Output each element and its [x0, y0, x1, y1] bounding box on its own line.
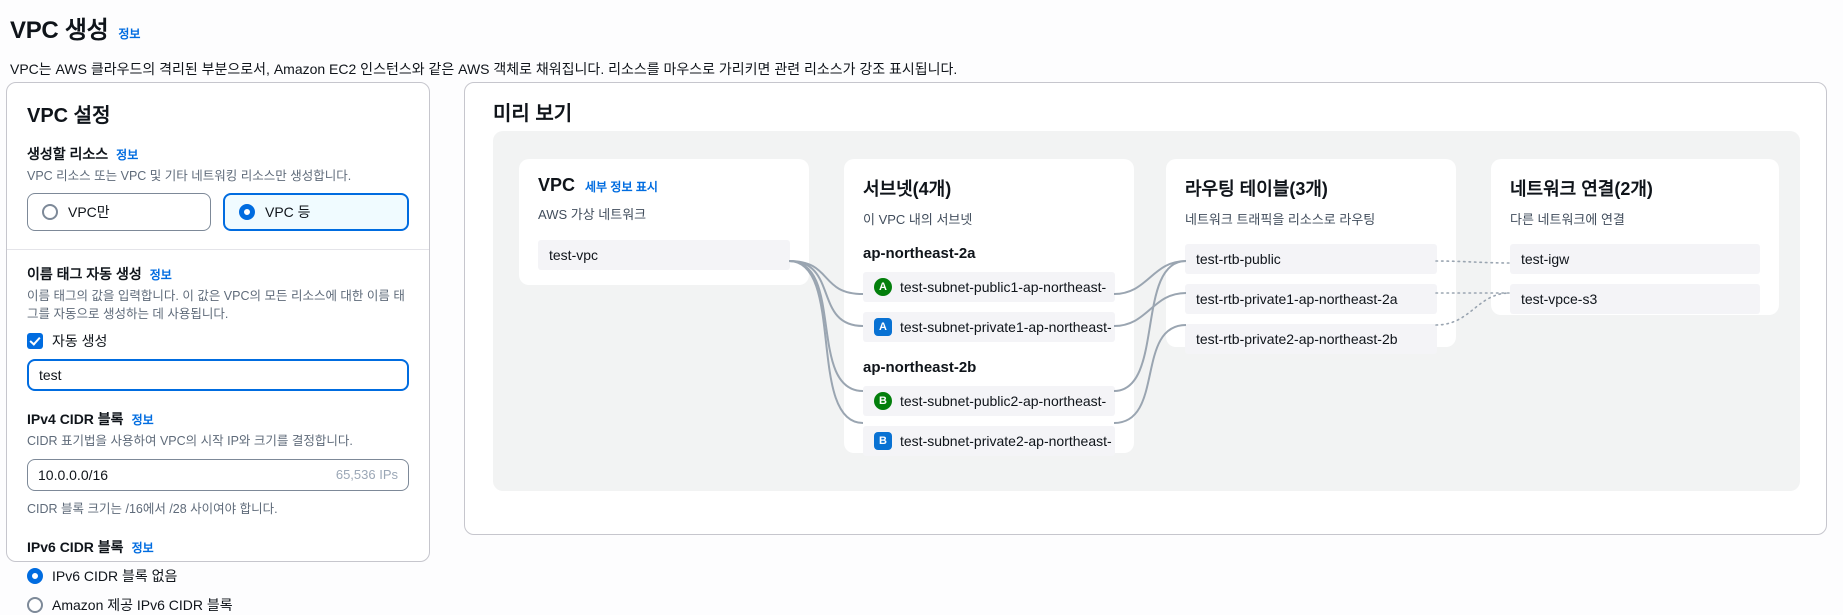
radio-icon — [27, 596, 43, 613]
private-subnet-badge-icon: B — [874, 432, 892, 450]
checkbox-checked-icon[interactable] — [27, 333, 43, 350]
page-description: VPC는 AWS 클라우드의 격리된 부분으로서, Amazon EC2 인스턴… — [10, 61, 958, 77]
private-subnet-badge-icon: A — [874, 318, 892, 336]
name-tag-label: 이름 태그 자동 생성 — [27, 266, 142, 283]
name-tag-description: 이름 태그의 값을 입력합니다. 이 값은 VPC의 모든 리소스에 대한 이름… — [27, 289, 405, 322]
page-info-link[interactable]: 정보 — [118, 27, 141, 41]
ipv4-cidr-input[interactable]: 10.0.0.0/16 65,536 IPs — [27, 458, 409, 491]
ipv4-constraint: CIDR 블록 크기는 /16에서 /28 사이여야 합니다. — [27, 501, 278, 516]
preview-stage: VPC 세부 정보 표시 AWS 가상 네트워크 test-vpc 서브넷(4개… — [493, 131, 1800, 491]
rtb-card-subtitle: 네트워크 트래픽을 리소스로 라우팅 — [1185, 212, 1376, 227]
ipv4-cidr-value: 10.0.0.0/16 — [38, 466, 109, 483]
page-header: VPC 생성 정보 VPC는 AWS 클라우드의 격리된 부분으로서, Amaz… — [0, 0, 1843, 79]
vpc-settings-panel: VPC 설정 생성할 리소스 정보 VPC 리소스 또는 VPC 및 기타 네트… — [6, 82, 430, 613]
resources-description: VPC 리소스 또는 VPC 및 기타 네트워킹 리소스만 생성합니다. — [27, 169, 352, 183]
ipv6-info-link[interactable]: 정보 — [131, 540, 154, 555]
option-label: Amazon 제공 IPv6 CIDR 블록 — [52, 596, 233, 613]
subnet-item-public1[interactable]: A test-subnet-public1-ap-northeast- — [863, 272, 1115, 302]
subnet-item-label: test-subnet-public1-ap-northeast- — [900, 279, 1107, 295]
rtb-item-label: test-rtb-private1-ap-northeast-2a — [1196, 291, 1398, 307]
option-label: IPv6 CIDR 블록 없음 — [52, 567, 178, 584]
net-item-label: test-igw — [1521, 251, 1570, 267]
subnet-item-private1[interactable]: A test-subnet-private1-ap-northeast- — [863, 312, 1115, 342]
public-subnet-badge-icon: A — [874, 278, 892, 296]
section-divider — [7, 249, 429, 251]
ipv4-description: CIDR 표기법을 사용하여 VPC의 시작 IP와 크기를 결정합니다. — [27, 434, 353, 449]
network-connections-resource-card: 네트워크 연결(2개) 다른 네트워크에 연결 test-igw test-vp… — [1491, 159, 1779, 315]
rtb-item-private2[interactable]: test-rtb-private2-ap-northeast-2b — [1185, 324, 1437, 354]
radio-checked-icon — [27, 567, 43, 584]
ipv4-ip-count-hint: 65,536 IPs — [335, 467, 398, 482]
ipv6-cidr-label: IPv6 CIDR 블록 — [27, 538, 124, 555]
subnet-item-private2[interactable]: B test-subnet-private2-ap-northeast- — [863, 426, 1115, 456]
ipv4-cidr-label: IPv4 CIDR 블록 — [27, 411, 124, 428]
name-tag-input[interactable] — [27, 359, 409, 392]
subnets-card-title: 서브넷(4개) — [863, 179, 952, 199]
checkbox-label: 자동 생성 — [52, 333, 108, 350]
auto-generate-checkbox-row[interactable]: 자동 생성 — [27, 331, 409, 351]
name-tag-info-link[interactable]: 정보 — [149, 268, 172, 283]
ipv6-option-none[interactable]: IPv6 CIDR 블록 없음 — [27, 566, 409, 586]
net-card-subtitle: 다른 네트워크에 연결 — [1510, 212, 1625, 227]
ipv6-option-amazon[interactable]: Amazon 제공 IPv6 CIDR 블록 — [27, 595, 409, 615]
zone-heading-2b: ap-northeast-2b — [863, 359, 977, 376]
subnet-item-label: test-subnet-private2-ap-northeast- — [900, 433, 1112, 449]
vpc-resource-card: VPC 세부 정보 표시 AWS 가상 네트워크 test-vpc — [519, 159, 809, 285]
net-card-title: 네트워크 연결(2개) — [1510, 179, 1653, 199]
subnet-item-label: test-subnet-private1-ap-northeast- — [900, 319, 1112, 335]
rtb-item-private1[interactable]: test-rtb-private1-ap-northeast-2a — [1185, 284, 1437, 314]
subnets-resource-card: 서브넷(4개) 이 VPC 내의 서브넷 ap-northeast-2a A t… — [844, 159, 1134, 456]
public-subnet-badge-icon: B — [874, 392, 892, 410]
ipv4-info-link[interactable]: 정보 — [131, 413, 154, 428]
radio-checked-icon — [239, 204, 255, 221]
settings-title: VPC 설정 — [27, 105, 111, 127]
option-vpc-and-more[interactable]: VPC 등 — [223, 193, 409, 232]
show-details-link[interactable]: 세부 정보 표시 — [585, 180, 658, 194]
route-tables-resource-card: 라우팅 테이블(3개) 네트워크 트래픽을 리소스로 라우팅 test-rtb-… — [1166, 159, 1456, 354]
page-title: VPC 생성 — [10, 17, 109, 44]
rtb-card-title: 라우팅 테이블(3개) — [1185, 179, 1328, 199]
option-vpc-only[interactable]: VPC만 — [27, 193, 211, 232]
net-item-label: test-vpce-s3 — [1521, 291, 1598, 307]
resources-info-link[interactable]: 정보 — [116, 148, 139, 162]
preview-panel: 미리 보기 VPC 세부 정보 표시 — [464, 82, 1827, 535]
subnets-card-subtitle: 이 VPC 내의 서브넷 — [863, 212, 973, 227]
vpc-card-title: VPC — [538, 175, 576, 195]
subnet-item-label: test-subnet-public2-ap-northeast- — [900, 393, 1107, 409]
subnet-item-public2[interactable]: B test-subnet-public2-ap-northeast- — [863, 386, 1115, 416]
preview-title: 미리 보기 — [493, 103, 573, 125]
radio-icon — [42, 204, 58, 221]
resources-label: 생성할 리소스 — [27, 146, 109, 162]
zone-heading-2a: ap-northeast-2a — [863, 245, 976, 262]
vpc-item-label: test-vpc — [549, 247, 599, 263]
vpc-card-subtitle: AWS 가상 네트워크 — [538, 207, 647, 222]
net-item-igw[interactable]: test-igw — [1510, 244, 1760, 274]
rtb-item-public[interactable]: test-rtb-public — [1185, 244, 1437, 274]
vpc-item[interactable]: test-vpc — [538, 240, 790, 270]
rtb-item-label: test-rtb-public — [1196, 251, 1281, 267]
resource-type-options: VPC만 VPC 등 — [27, 193, 409, 232]
option-label: VPC 등 — [265, 204, 311, 221]
rtb-item-label: test-rtb-private2-ap-northeast-2b — [1196, 331, 1398, 347]
option-label: VPC만 — [68, 204, 110, 221]
net-item-vpce[interactable]: test-vpce-s3 — [1510, 284, 1760, 314]
